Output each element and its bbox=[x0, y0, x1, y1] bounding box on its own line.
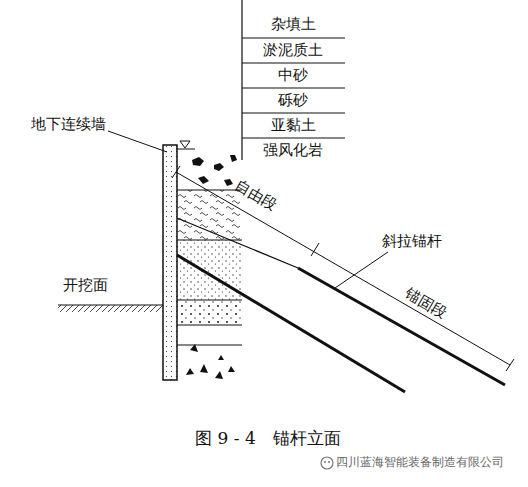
soil-layer: 杂填土 bbox=[271, 16, 316, 33]
soil-layer: 砾砂 bbox=[278, 92, 308, 109]
watermark: 四川蓝海智能装备制造有限公司 bbox=[336, 456, 504, 469]
anchor-label: 斜拉锚杆 bbox=[382, 233, 442, 250]
wall-label: 地下连续墙 bbox=[31, 116, 106, 133]
soil-layer: 亚黏土 bbox=[271, 117, 316, 134]
excavation-label: 开挖面 bbox=[63, 277, 108, 294]
figure-caption: 图 9 - 4 锚杆立面 bbox=[195, 429, 341, 448]
soil-layer: 强风化岩 bbox=[263, 142, 323, 159]
soil-layer: 中砂 bbox=[278, 67, 308, 84]
soil-layer: 淤泥质土 bbox=[263, 42, 323, 59]
